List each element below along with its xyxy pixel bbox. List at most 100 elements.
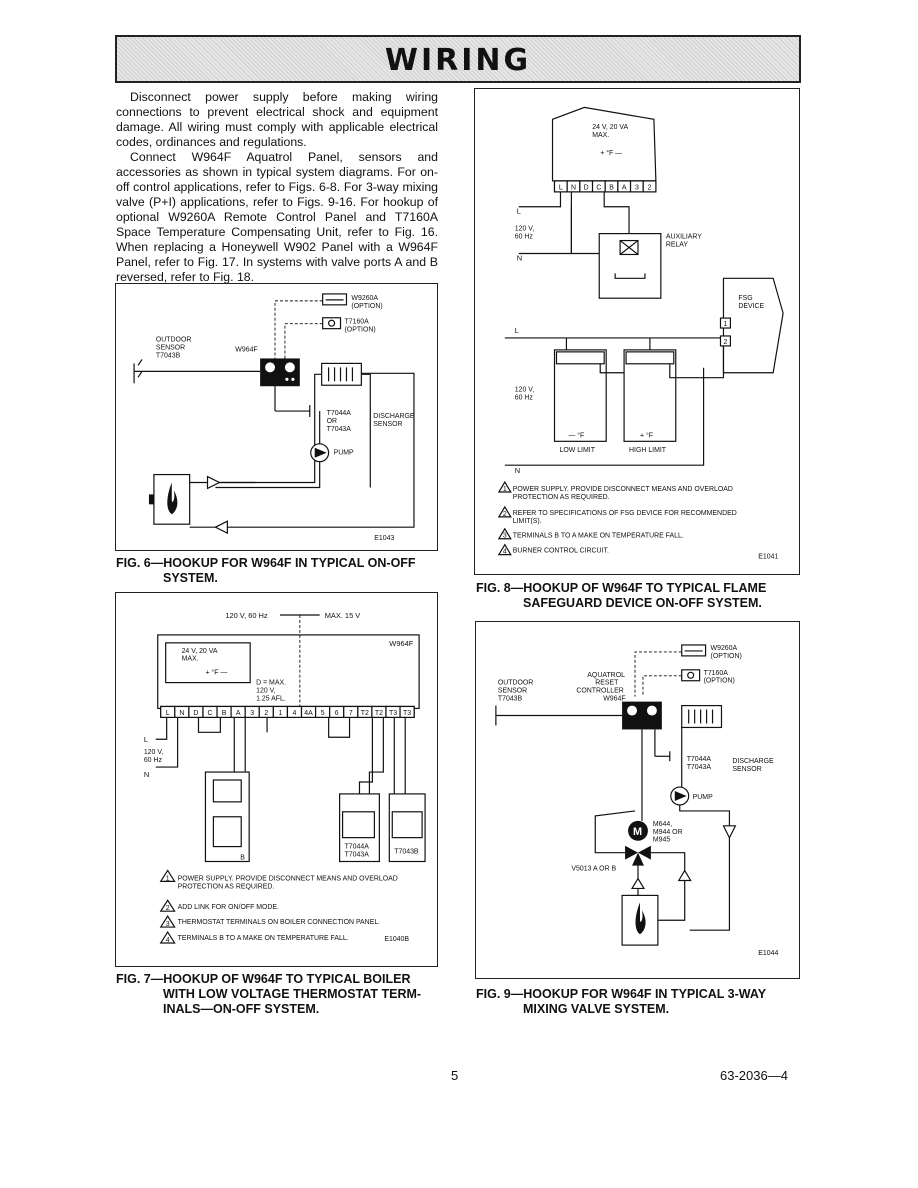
fig7-supply: 120 V, 60 Hz	[225, 611, 268, 620]
fig9-pump: PUMP	[693, 794, 713, 801]
terminal-label: N	[179, 710, 184, 717]
fig6-discharge-1: DISCHARGE	[373, 413, 415, 420]
fig7-note3: THERMOSTAT TERMINALS ON BOILER CONNECTIO…	[178, 919, 381, 926]
fig6-w9260a-label: W9260A	[351, 295, 378, 302]
fig7-va2: MAX.	[182, 656, 199, 663]
fig6-ts-2: OR	[327, 418, 337, 425]
fig9-ts1: T7044A	[687, 756, 712, 763]
fig8-high-label: HIGH LIMIT	[629, 447, 667, 454]
fig8-code: E1041	[758, 554, 778, 561]
fig7-code: E1040B	[384, 936, 409, 943]
fig8-vb1: 120 V,	[515, 387, 534, 394]
fig9-caption-line2: MIXING VALVE SYSTEM.	[523, 1002, 670, 1016]
fig8-va2: MAX.	[592, 132, 609, 139]
fig7-panel: W964F	[389, 639, 413, 648]
fig6-caption-line2: SYSTEM.	[163, 571, 218, 585]
fig8-note3: TERMINALS B TO A MAKE ON TEMPERATURE FAL…	[513, 533, 684, 540]
terminal-label: A	[622, 184, 627, 191]
fig7-v1: 120 V,	[144, 749, 163, 756]
fig9-motor3: M945	[653, 837, 670, 844]
fig7-n: N	[144, 770, 149, 779]
fig8-plus-f: + °F	[640, 431, 653, 439]
fig9-svg: W9260A (OPTION) T7160A (OPTION) AQUATROL…	[495, 644, 778, 957]
fig6-boiler-icon	[153, 473, 191, 525]
terminal-cell	[642, 180, 657, 193]
fig8-fsg-term2: 2	[723, 339, 727, 346]
fig6-w964f-box	[260, 358, 300, 387]
fig7-max: MAX. 15 V	[325, 611, 361, 620]
terminal-label: L	[166, 710, 170, 717]
svg-text:M: M	[633, 826, 642, 838]
page-title: WIRING	[384, 43, 532, 78]
page-number: 5	[451, 1068, 459, 1083]
fig8-note2a: REFER TO SPECIFICATIONS OF FSG DEVICE FO…	[513, 510, 737, 517]
fig6-diagram: W9260A (OPTION) T7160A (OPTION) OUTDOOR …	[115, 283, 438, 551]
fig9-aq4: W964F	[603, 696, 625, 703]
fig7-note1b: PROTECTION AS REQUIRED.	[178, 883, 275, 890]
fig7-sa2: T7043A	[345, 852, 370, 859]
fig8-fsg-term1: 1	[723, 321, 727, 328]
t7160a-box	[322, 317, 342, 330]
fig7-d3: 1.25 AFL.	[256, 695, 286, 702]
intro-paragraph-2: Connect W964F Aquatrol Panel, sensors an…	[116, 150, 438, 284]
fig7-note4: TERMINALS B TO A MAKE ON TEMPERATURE FAL…	[178, 935, 349, 942]
terminal-label: B	[609, 184, 614, 191]
fig9-caption: FIG. 9—HOOKUP FOR W964F IN TYPICAL 3-WAY…	[476, 987, 766, 1017]
fig6-caption-line1: FIG. 6—HOOKUP FOR W964F IN TYPICAL ON-OF…	[116, 556, 416, 570]
fig7-caption-line1: FIG. 7—HOOKUP OF W964F TO TYPICAL BOILER	[116, 972, 411, 986]
svg-text:4: 4	[166, 937, 170, 944]
fig7-notes: 1 POWER SUPPLY. PROVIDE DISCONNECT MEANS…	[159, 869, 409, 944]
svg-text:1: 1	[166, 875, 170, 882]
terminal-label: A	[236, 710, 241, 717]
fig7-note1a: POWER SUPPLY. PROVIDE DISCONNECT MEANS A…	[178, 875, 398, 882]
fig8-notes: 1 POWER SUPPLY. PROVIDE DISCONNECT MEANS…	[497, 480, 778, 561]
fig9-aq1: AQUATROL	[587, 672, 625, 679]
terminal-label: 3	[250, 710, 254, 717]
terminal-label: T2	[375, 710, 383, 717]
terminal-label: T3	[403, 710, 411, 717]
fig9-aq2: RESET	[595, 680, 619, 687]
fig9-caption-line1: FIG. 9—HOOKUP FOR W964F IN TYPICAL 3-WAY	[476, 987, 767, 1001]
fig9-motor1: M644,	[653, 821, 672, 828]
fig7-svg: 120 V, 60 Hz MAX. 15 V W964F 24 V, 20 VA…	[144, 611, 426, 944]
fig8-va1: 24 V, 20 VA	[592, 124, 628, 131]
terminal-label: 7	[349, 710, 353, 717]
fig9-diagram: W9260A (OPTION) T7160A (OPTION) AQUATROL…	[475, 621, 800, 979]
fig7-note2: ADD LINK FOR ON/OFF MODE.	[178, 904, 279, 911]
fig8-v1: 120 V,	[515, 226, 534, 233]
fig9-t7160a: T7160A	[704, 670, 729, 677]
fig8-note1a: POWER SUPPLY. PROVIDE DISCONNECT MEANS A…	[513, 486, 733, 493]
terminal-label: 2	[648, 184, 652, 191]
fig9-out3: T7043B	[498, 696, 523, 703]
fig8-fsg1: FSG	[738, 295, 752, 302]
fig8-fsg-device	[722, 277, 784, 374]
fig8-aux2: RELAY	[666, 242, 689, 249]
fig8-l: L	[517, 207, 521, 216]
fig6-t7160a-label: T7160A	[344, 319, 369, 326]
terminal-label: N	[571, 184, 576, 191]
terminal-label: 3	[635, 184, 639, 191]
terminal-label: 5	[321, 710, 325, 717]
fig7-caption-line3: INALS—ON-OFF SYSTEM.	[163, 1002, 320, 1016]
fig8-l2: L	[515, 326, 519, 335]
fig9-motor-icon	[628, 820, 648, 841]
fig8-low-label: LOW LIMIT	[559, 447, 595, 454]
svg-text:2: 2	[166, 905, 170, 912]
fig6-code: E1043	[374, 535, 394, 542]
terminal-label: L	[559, 184, 563, 191]
fig8-caption-line2: SAFEGUARD DEVICE ON-OFF SYSTEM.	[523, 596, 762, 610]
fig9-w964f-box	[622, 701, 662, 730]
fig9-opt1: (OPTION)	[711, 653, 742, 660]
svg-text:4: 4	[503, 549, 507, 556]
fig6-option2: (OPTION)	[344, 327, 375, 334]
terminal-label: B	[222, 710, 227, 717]
intro-paragraph-1: Disconnect power supply before making wi…	[116, 90, 438, 149]
terminal-label: 1	[278, 710, 282, 717]
fig9-dis1: DISCHARGE	[732, 758, 774, 765]
svg-text:2: 2	[503, 511, 507, 518]
intro-text: Disconnect power supply before making wi…	[116, 90, 438, 285]
fig6-ts-1: T7044A	[327, 410, 352, 417]
